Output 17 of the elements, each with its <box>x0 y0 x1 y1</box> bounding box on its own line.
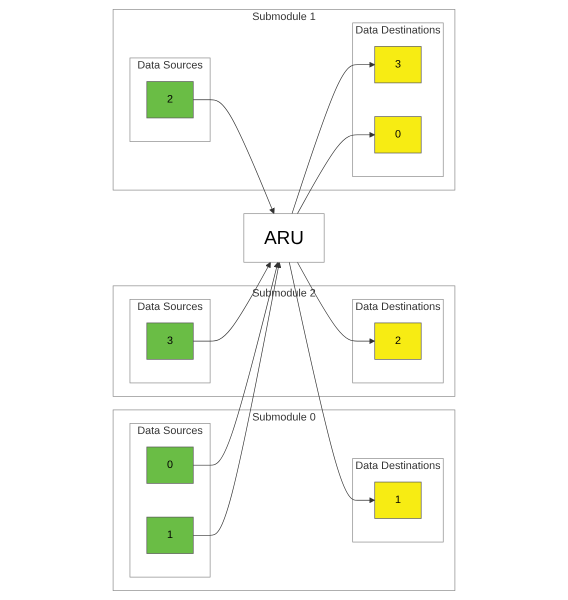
arrow <box>192 99 275 214</box>
arrow <box>288 262 375 504</box>
node-box: 3 <box>146 322 194 360</box>
node-box: 1 <box>146 516 194 554</box>
arrow <box>192 262 280 466</box>
node-box: 0 <box>146 446 194 484</box>
node-box: ARU <box>244 213 324 263</box>
arrow <box>297 262 375 344</box>
node-box: 2 <box>146 81 194 118</box>
arrow <box>192 262 271 342</box>
arrow <box>297 132 375 214</box>
arrow <box>292 62 375 214</box>
node-box: 3 <box>374 46 422 84</box>
node-box: 2 <box>374 322 422 360</box>
node-box: 1 <box>374 482 422 519</box>
node-box: 0 <box>374 116 422 154</box>
arrow <box>192 262 282 536</box>
